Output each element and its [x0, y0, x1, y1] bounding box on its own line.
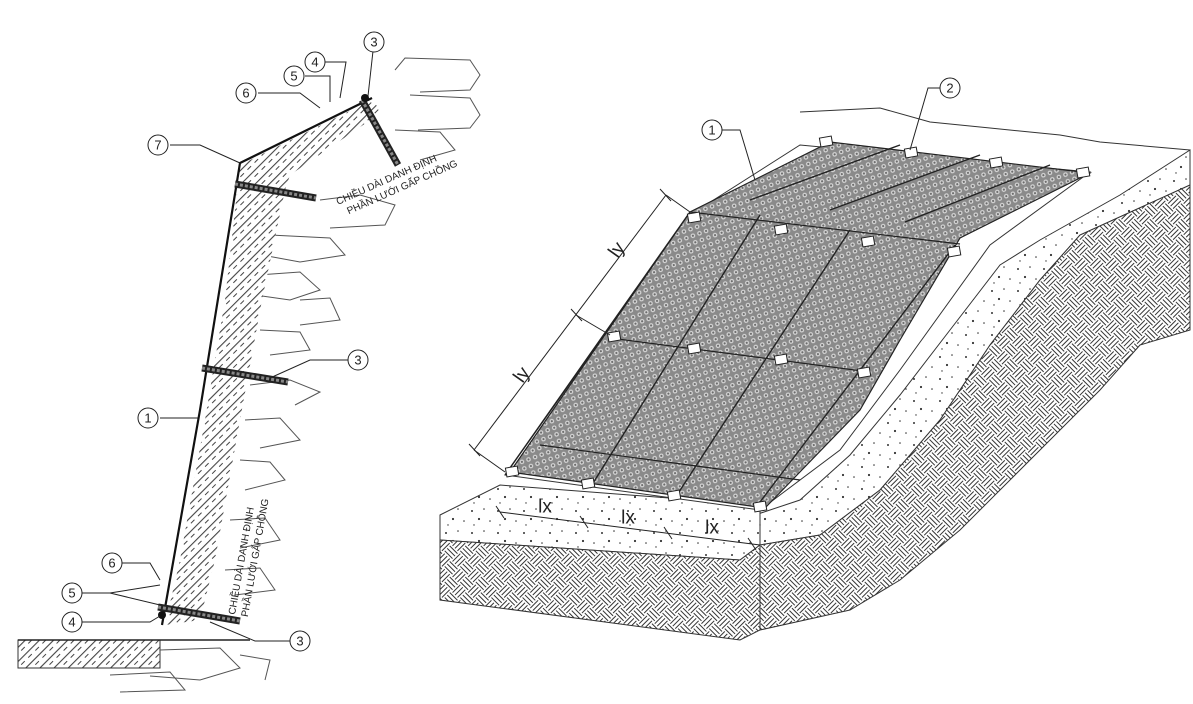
svg-text:3: 3 — [354, 353, 361, 368]
svg-text:4: 4 — [311, 55, 318, 70]
isometric-view: ly ly lx lx lx 1 2 — [439, 77, 1191, 641]
overlap-note-bottom: CHIỀU DÀI DANH ĐỊNH PHẦN LƯỚI GẤP CHỒNG — [225, 497, 271, 617]
svg-text:5: 5 — [68, 586, 75, 601]
ly-label-upper: ly — [604, 238, 629, 262]
callout-7: 7 — [147, 134, 169, 156]
lx-dimension — [495, 505, 761, 551]
ly-label-lower: ly — [509, 363, 534, 387]
callout-4-top: 4 — [304, 51, 326, 73]
anchor-plates — [504, 135, 1091, 513]
bottom-nut — [158, 611, 166, 619]
svg-text:ly: ly — [509, 363, 534, 387]
terrain-top-edge — [799, 107, 1191, 151]
callout-3-top: 3 — [363, 31, 385, 53]
callout-1-left: 1 — [137, 407, 159, 429]
callout-6-bottom: 6 — [101, 552, 123, 574]
svg-text:1: 1 — [708, 123, 715, 138]
svg-text:5: 5 — [290, 69, 297, 84]
callout-6-top: 6 — [235, 82, 257, 104]
anchor-upper — [234, 180, 317, 202]
rock-outlines — [109, 57, 481, 693]
callout-3-bottom: 3 — [289, 630, 311, 652]
svg-text:3: 3 — [370, 35, 377, 50]
lx-label-3: lx — [705, 518, 719, 539]
svg-text:6: 6 — [242, 86, 249, 101]
callout-4-bottom: 4 — [61, 611, 83, 633]
anchor-middle — [201, 364, 289, 386]
svg-text:4: 4 — [68, 615, 75, 630]
bench-basket — [439, 539, 761, 641]
top-nut — [361, 94, 369, 102]
mesh-line — [160, 97, 373, 626]
callout-1-right: 1 — [701, 119, 723, 141]
callout-5-top: 5 — [283, 65, 305, 87]
callout-5-bottom: 5 — [61, 582, 83, 604]
section-view: 3 4 5 6 7 3 1 6 — [17, 31, 481, 693]
svg-text:6: 6 — [108, 556, 115, 571]
anchor-top — [358, 98, 402, 167]
toe-ground — [17, 639, 250, 669]
callout-3-middle: 3 — [347, 349, 369, 371]
mesh-transverse — [539, 211, 961, 481]
slope-cover-layer — [165, 100, 382, 625]
lx-label-2: lx — [621, 508, 635, 529]
mesh-seams — [504, 144, 1051, 503]
svg-text:2: 2 — [946, 81, 953, 96]
upper-basket-layer — [759, 184, 1191, 631]
svg-text:1: 1 — [144, 411, 151, 426]
callout-leaders-right — [722, 87, 940, 181]
callout-2: 2 — [939, 77, 961, 99]
mesh-panel — [508, 141, 1093, 509]
anchor-bottom — [157, 603, 241, 625]
svg-text:3: 3 — [296, 634, 303, 649]
lx-label-1: lx — [538, 497, 552, 518]
svg-text:7: 7 — [154, 138, 161, 153]
svg-text:ly: ly — [604, 238, 629, 262]
ly-dimension — [468, 188, 691, 473]
